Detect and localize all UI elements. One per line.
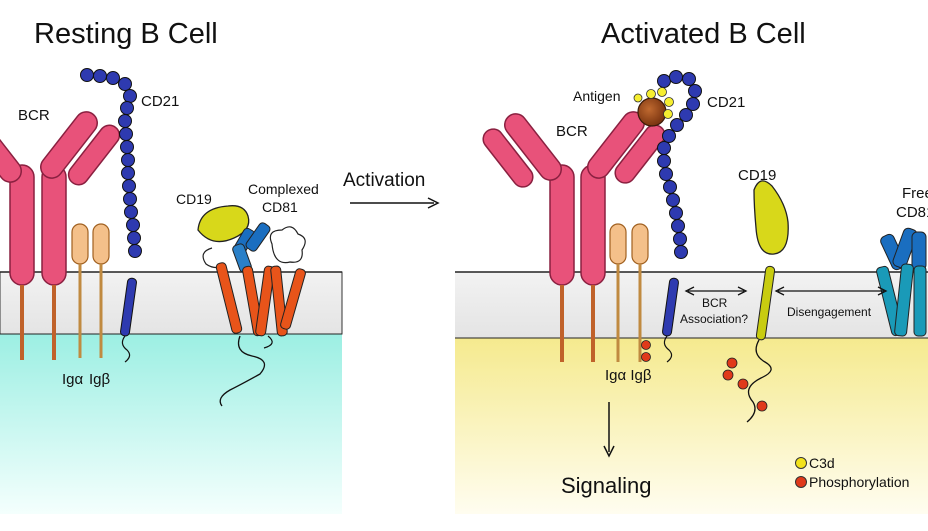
legend-phosphorylation-swatch xyxy=(795,476,807,488)
bcr-association-label-line2: Association? xyxy=(680,312,748,326)
activation-label: Activation xyxy=(343,170,425,191)
antigen-c3d-complex xyxy=(633,87,674,127)
bcr-association-label-line1: BCR xyxy=(702,296,728,310)
resting-cytoplasm xyxy=(0,334,342,514)
free-cd81 xyxy=(876,227,927,337)
disengagement-label: Disengagement xyxy=(787,305,872,319)
resting-bcr xyxy=(0,111,121,360)
activated-membrane xyxy=(455,272,928,338)
activated-cd19-label: CD19 xyxy=(738,167,776,184)
resting-iga-igb xyxy=(71,223,110,358)
legend: C3d Phosphorylation xyxy=(795,455,909,490)
activated-cytoplasm xyxy=(455,338,928,514)
activated-bcr-label: BCR xyxy=(556,123,588,140)
resting-iga-label: Igα xyxy=(62,371,84,388)
resting-bcr-label: BCR xyxy=(18,107,50,124)
activated-cd21-label: CD21 xyxy=(707,94,745,111)
resting-title: Resting B Cell xyxy=(34,18,218,50)
antigen-label: Antigen xyxy=(573,88,620,104)
activated-title: Activated B Cell xyxy=(601,18,806,50)
signaling-label: Signaling xyxy=(561,473,652,498)
activated-panel: Activated B Cell Antigen BCR CD21 CD19 F… xyxy=(455,18,928,514)
resting-cd21-label: CD21 xyxy=(141,93,179,110)
legend-c3d-swatch xyxy=(795,457,807,469)
free-cd81-label-line2: CD81 xyxy=(896,204,928,221)
activated-iga-igb xyxy=(609,223,651,362)
resting-cd19-cd81-complex xyxy=(197,205,306,407)
activated-cd21 xyxy=(657,70,702,363)
activation-arrow: Activation xyxy=(343,170,440,209)
activated-cd19 xyxy=(722,180,789,423)
activated-bcr xyxy=(482,111,666,362)
resting-cd19-label: CD19 xyxy=(176,191,212,207)
activated-iga-igb-label: Igα Igβ xyxy=(605,367,652,384)
legend-c3d-label: C3d xyxy=(809,455,835,471)
resting-cd81-label-line2: CD81 xyxy=(262,199,298,215)
disengagement-arrow xyxy=(774,286,888,296)
free-cd81-label-line1: Free xyxy=(902,185,928,202)
resting-cd81-label-line1: Complexed xyxy=(248,181,319,197)
resting-igb-label: Igβ xyxy=(89,371,111,388)
resting-panel: Resting B Cell BCR CD21 CD19 Complexed C… xyxy=(0,18,343,514)
legend-phosphorylation-label: Phosphorylation xyxy=(809,474,909,490)
bcr-association-arrow xyxy=(684,286,748,296)
signaling-arrow xyxy=(603,402,615,458)
resting-cd21 xyxy=(80,68,142,363)
